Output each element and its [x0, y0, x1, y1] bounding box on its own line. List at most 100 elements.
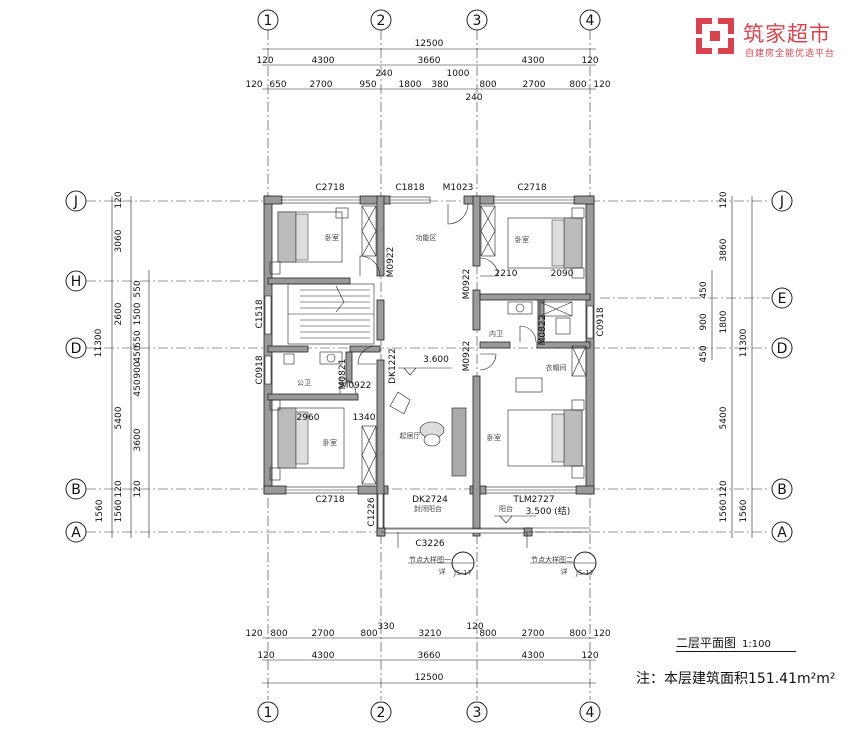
svg-text:1340: 1340 — [353, 413, 376, 423]
svg-text:JS-17: JS-17 — [575, 569, 594, 577]
walls — [263, 195, 595, 537]
svg-text:5400: 5400 — [719, 406, 729, 429]
label-door-m0922-b: M0922 — [462, 269, 472, 300]
svg-text:120: 120 — [581, 651, 598, 661]
axis-bubble-row-B-left: B — [65, 478, 87, 500]
svg-text:4: 4 — [586, 13, 595, 29]
room-balcony: 阳台 — [499, 504, 513, 513]
label-window-c1818: C1818 — [395, 183, 424, 193]
room-cloakroom: 衣帽间 — [546, 363, 567, 372]
axis-bubble-col-4-top: 4 — [579, 9, 601, 31]
right-dimension-chains: 120 3860 1800 11300 5400 1560 450 900 45… — [699, 191, 753, 538]
svg-text:1800: 1800 — [399, 80, 422, 90]
svg-text:4300: 4300 — [312, 651, 335, 661]
svg-text:2210: 2210 — [495, 269, 518, 279]
room-bedroom-2: 卧室 — [515, 235, 529, 244]
svg-text:4300: 4300 — [522, 651, 545, 661]
label-window-c2718-top-right: C2718 — [517, 183, 546, 193]
wardrobes — [361, 205, 587, 485]
svg-text:4300: 4300 — [522, 56, 545, 66]
svg-text:120: 120 — [593, 629, 610, 639]
axis-bubble-col-4-bottom: 4 — [579, 701, 601, 723]
label-door-m0822: M0822 — [538, 315, 548, 346]
svg-text:120: 120 — [114, 191, 124, 208]
svg-text:550: 550 — [133, 330, 143, 347]
axis-bubble-row-H-left: H — [65, 270, 87, 292]
svg-text:120: 120 — [245, 629, 262, 639]
axis-bubble-row-D-right: D — [771, 337, 793, 359]
svg-text:120: 120 — [257, 651, 274, 661]
drawing-scale: 1:100 — [742, 639, 771, 650]
svg-text:1: 1 — [264, 13, 273, 29]
svg-text:1560: 1560 — [95, 499, 105, 522]
svg-text:2600: 2600 — [114, 302, 124, 325]
svg-text:2700: 2700 — [522, 629, 545, 639]
svg-text:900: 900 — [699, 313, 709, 330]
bed-top-left-icon — [269, 207, 349, 275]
label-window-c1226: C1226 — [367, 497, 377, 526]
plan-labels: C2718 C1818 M1023 C2718 C2718 卧室 卧室 卧室 卧… — [255, 183, 606, 577]
bed-bottom-right-icon — [507, 399, 585, 479]
detail-callout-2: 节点大样图二 — [531, 555, 573, 564]
svg-text:3210: 3210 — [419, 629, 442, 639]
svg-text:1: 1 — [264, 705, 273, 721]
svg-text:3: 3 — [473, 705, 482, 721]
label-window-c0918-right: C0918 — [596, 307, 606, 336]
label-door-m0821: M0821 — [338, 359, 348, 390]
svg-text:3660: 3660 — [418, 56, 441, 66]
svg-text:380: 380 — [431, 80, 448, 90]
label-door-m0922-c: M0922 — [462, 341, 472, 372]
living-furniture — [389, 391, 467, 477]
drawing-title: 二层平面图 1:100 — [676, 632, 796, 654]
level-marks — [398, 367, 536, 524]
label-window-c2718-top-left: C2718 — [315, 183, 344, 193]
svg-text:1500: 1500 — [133, 302, 143, 325]
svg-text:240: 240 — [375, 69, 392, 79]
svg-text:详: 详 — [439, 567, 446, 576]
axis-bubble-col-2-bottom: 2 — [370, 701, 392, 723]
room-bedroom-4: 卧室 — [487, 433, 501, 442]
svg-text:450: 450 — [133, 379, 143, 396]
room-closed-balcony: 封闭阳台 — [414, 504, 442, 513]
axis-bubble-col-1-bottom: 1 — [257, 701, 279, 723]
svg-text:1800: 1800 — [719, 310, 729, 333]
svg-text:120: 120 — [593, 80, 610, 90]
svg-text:JS-17: JS-17 — [453, 569, 472, 577]
svg-text:B: B — [71, 482, 81, 498]
svg-text:1560: 1560 — [719, 499, 729, 522]
drawing-title-text: 二层平面图 — [676, 636, 737, 650]
level-3500: 3.500 (结) — [526, 505, 571, 517]
level-3600: 3.600 — [423, 355, 449, 365]
svg-text:3060: 3060 — [114, 229, 124, 252]
svg-text:详: 详 — [561, 567, 568, 576]
zhujia-logo-icon — [696, 18, 734, 54]
svg-text:3600: 3600 — [133, 428, 143, 451]
label-window-c1518: C1518 — [255, 299, 265, 328]
windows — [264, 196, 594, 534]
svg-text:3: 3 — [473, 13, 482, 29]
svg-text:J: J — [73, 194, 78, 210]
label-opening-dk1222: DK1222 — [388, 348, 398, 384]
axis-bubble-col-1-top: 1 — [257, 9, 279, 31]
svg-text:1560: 1560 — [114, 499, 124, 522]
svg-text:120: 120 — [133, 480, 143, 497]
svg-text:11300: 11300 — [739, 328, 749, 357]
svg-text:H: H — [71, 274, 82, 290]
detail-callouts — [397, 532, 597, 575]
brand-watermark: 筑家超市 自建房全能优选平台 — [693, 14, 861, 60]
svg-text:E: E — [778, 291, 787, 307]
detail-callout-1: 节点大样图一 — [409, 555, 451, 564]
label-window-c0918-left: C0918 — [255, 355, 265, 384]
svg-text:800: 800 — [360, 629, 377, 639]
svg-text:A: A — [71, 525, 81, 541]
title-underline — [676, 651, 796, 652]
svg-text:A: A — [777, 525, 787, 541]
label-window-c2718-bottom: C2718 — [315, 495, 344, 505]
svg-text:D: D — [71, 341, 82, 357]
axis-bubble-row-A-left: A — [65, 521, 87, 543]
svg-text:2700: 2700 — [310, 80, 333, 90]
axis-bubble-col-3-top: 3 — [466, 9, 488, 31]
label-door-m0922-d: M0922 — [341, 381, 372, 391]
axis-bubble-row-B-right: B — [771, 478, 793, 500]
beds — [269, 207, 585, 481]
